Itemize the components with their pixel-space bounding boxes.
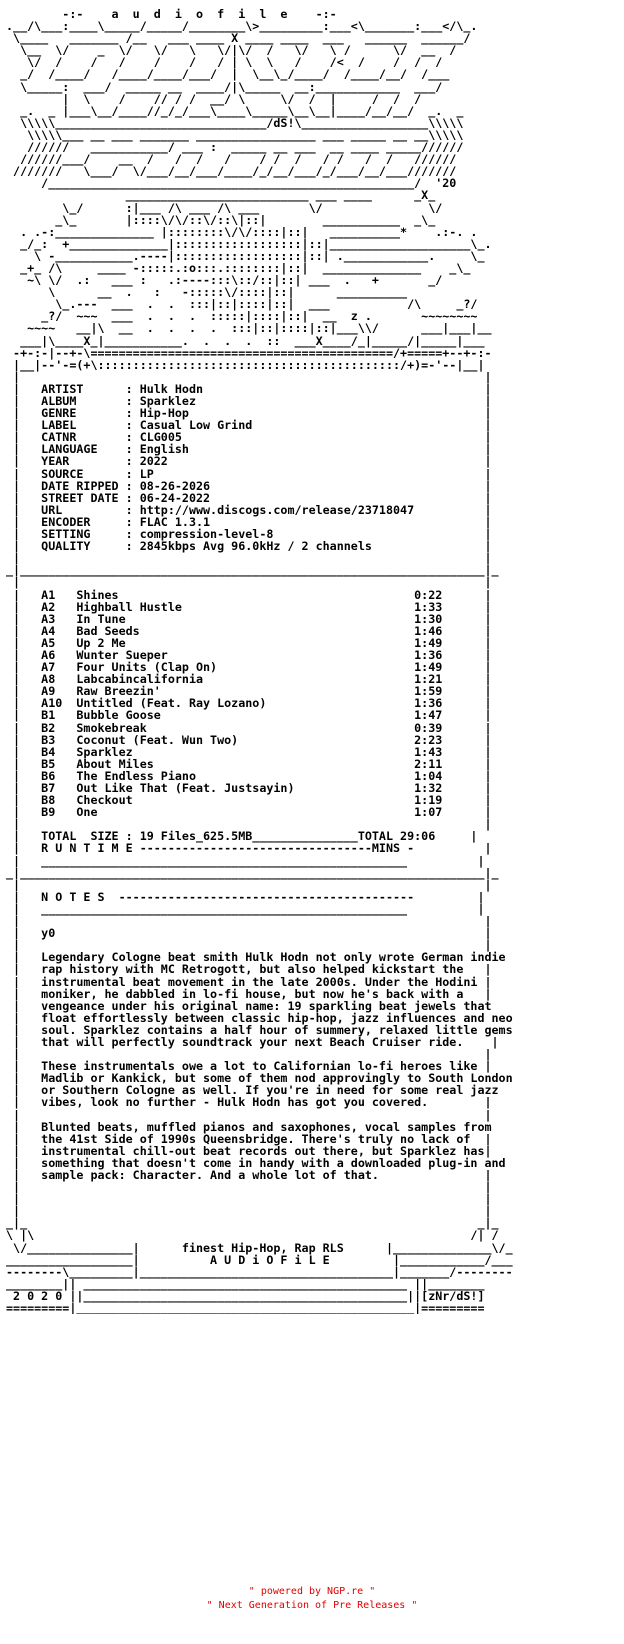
- footer-powered-by: " powered by NGP.re ": [248, 1586, 376, 1597]
- nfo-text: -:- a u d i o f i l e -:- .__/\___:____\…: [6, 8, 513, 1315]
- footer: " powered by NGP.re " " Next Generation …: [0, 1585, 624, 1613]
- footer-tagline: " Next Generation of Pre Releases ": [206, 1600, 418, 1611]
